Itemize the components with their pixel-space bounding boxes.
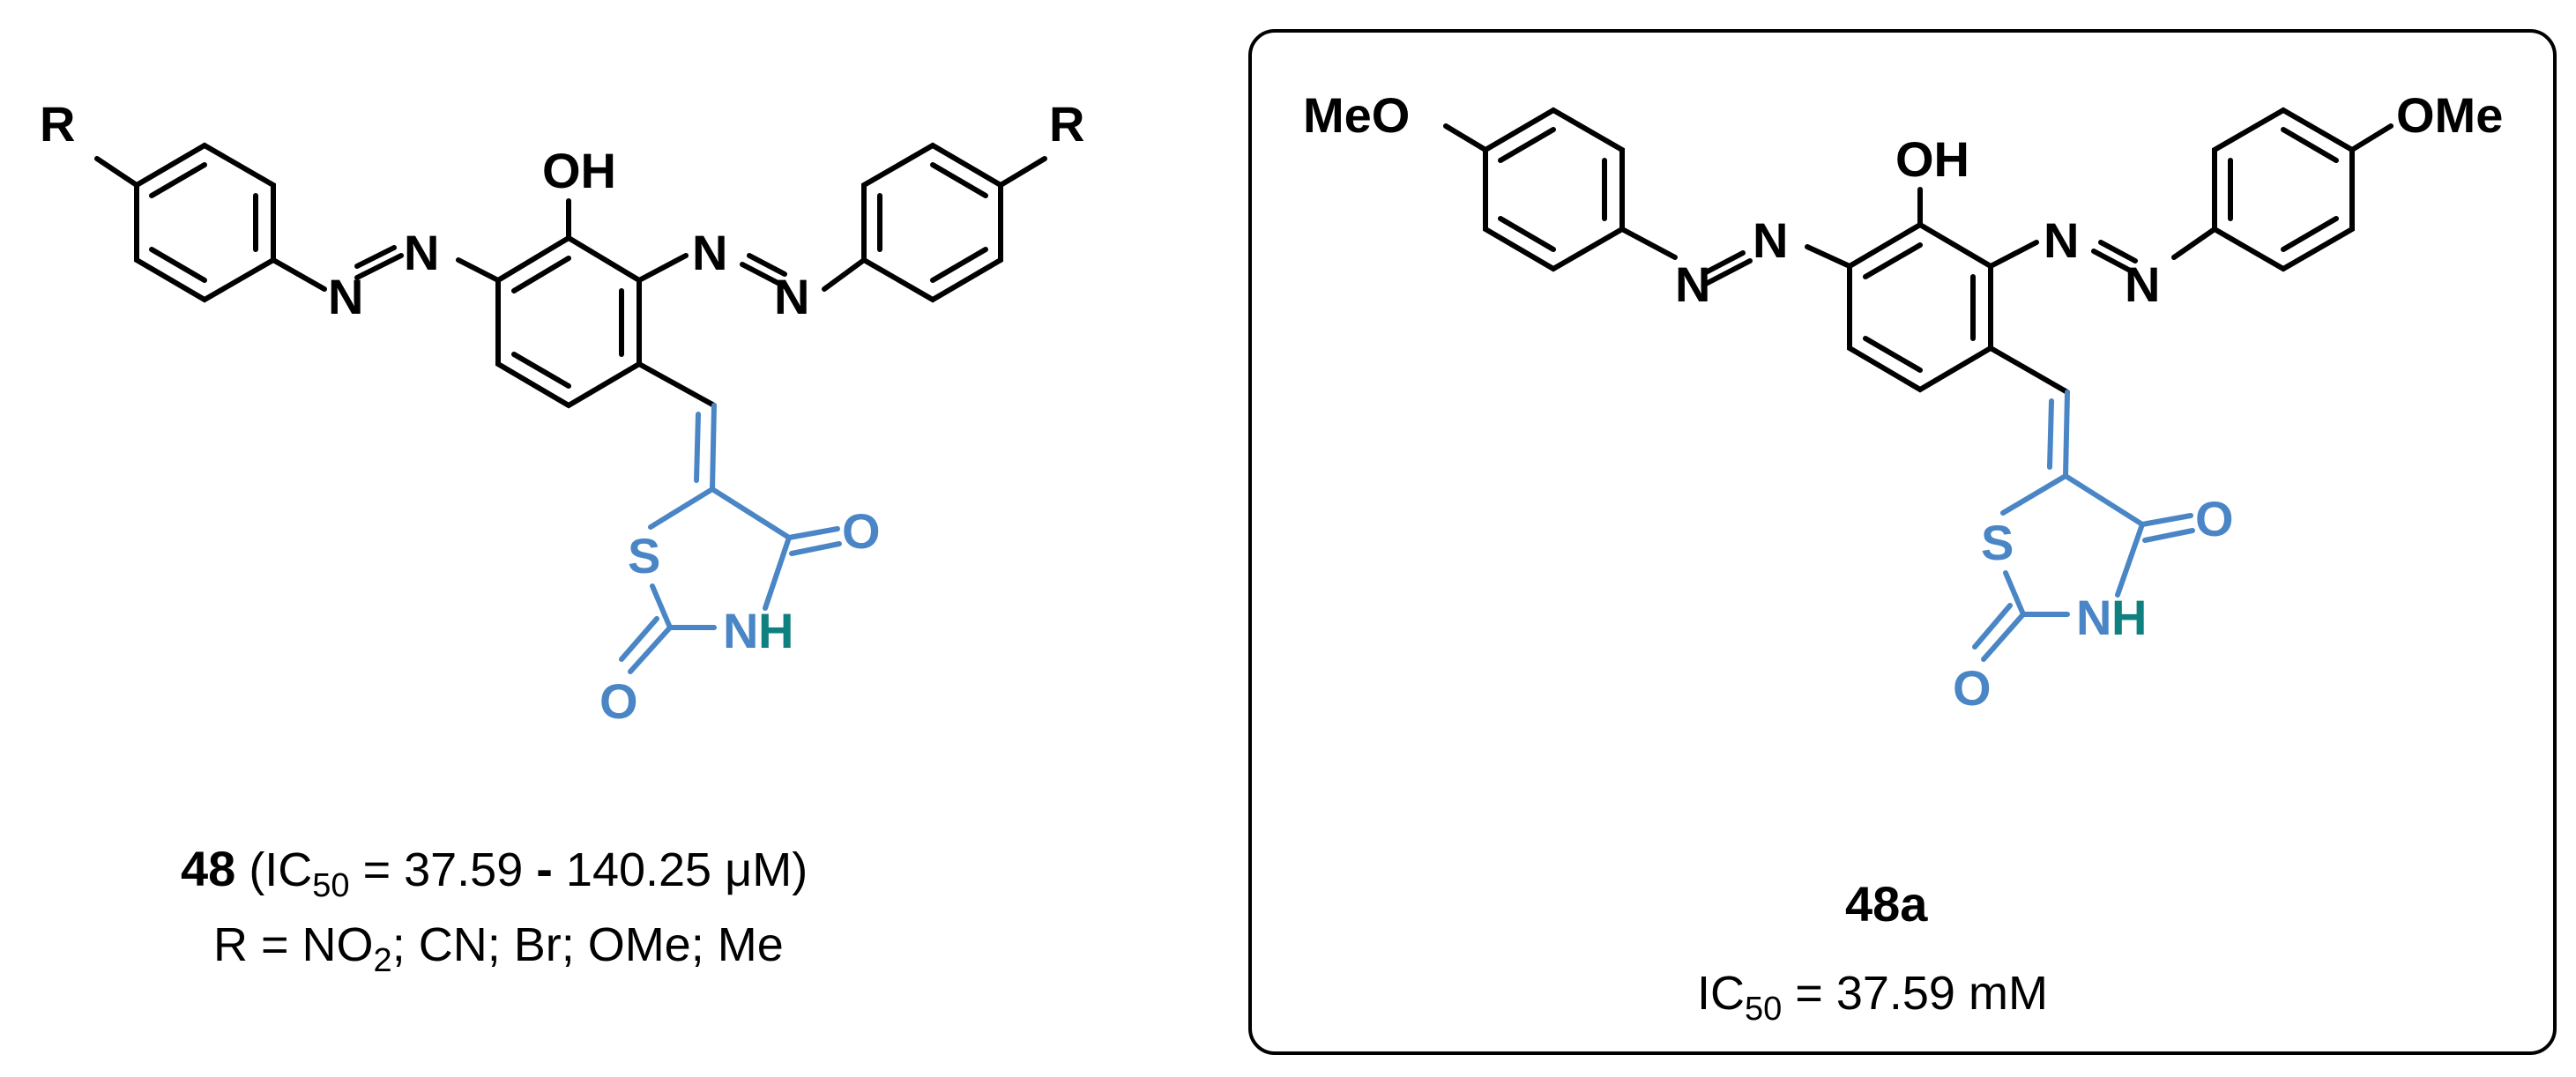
hydroxyl-group-48a: OH — [1895, 131, 1969, 187]
central-ring — [456, 198, 689, 409]
central-ring-48a — [1805, 187, 2039, 393]
methoxy-right: OMe — [2396, 87, 2503, 143]
imide-hydrogen-48a: H — [2111, 590, 2147, 645]
azo-right-n-lower: N — [774, 269, 809, 324]
azo-right-n-upper: N — [692, 225, 727, 280]
ring-sulfur: S — [628, 528, 660, 583]
highlight-box — [1248, 29, 2557, 1055]
imide-nitrogen: N — [723, 603, 758, 658]
substituent-list: R = NO2; CN; Br; OMe; Me — [213, 918, 784, 979]
structure-48: R N N OH N N R — [40, 96, 1084, 979]
carbonyl-oxygen-bottom-48a: O — [1953, 660, 1992, 716]
methoxy-left: MeO — [1303, 87, 1410, 143]
structure-48a: MeO N N OH N N OMe — [1303, 87, 2503, 1028]
compound-48a-ic50: IC50 = 37.59 mM — [1697, 967, 2048, 1028]
aryl-ring-right-48a — [2171, 107, 2394, 272]
aryl-ring-left-48a — [1443, 107, 1678, 272]
aryl-ring-left — [94, 142, 327, 303]
aryl-ring-right — [822, 142, 1047, 303]
imide-hydrogen: H — [758, 603, 793, 658]
substituent-r-left: R — [40, 96, 75, 152]
imide-nitrogen-48a: N — [2076, 590, 2111, 645]
compound-48a-label: 48a — [1845, 876, 1928, 932]
thiazolidinedione-ring-48a — [1972, 473, 2195, 662]
azo-right-n-upper-48a: N — [2044, 212, 2079, 268]
carbonyl-oxygen-top-48a: O — [2195, 491, 2234, 546]
thiazolidinedione-ring — [619, 487, 842, 674]
azo-left-n-lower-48a: N — [1675, 256, 1710, 312]
azo-left-n-upper-48a: N — [1753, 212, 1788, 268]
ring-sulfur-48a: S — [1981, 515, 2014, 570]
hydroxyl-group: OH — [542, 143, 616, 198]
substituent-r-right: R — [1049, 96, 1084, 152]
compound-48-caption: 48 (IC50 = 37.59 - 140.25 μM) — [181, 841, 808, 904]
carbonyl-oxygen-bottom: O — [599, 673, 638, 729]
azo-right-n-lower-48a: N — [2125, 256, 2160, 312]
azo-left-n-lower: N — [328, 269, 363, 324]
carbonyl-oxygen-top: O — [842, 503, 881, 559]
azo-left-n-upper: N — [404, 225, 439, 280]
